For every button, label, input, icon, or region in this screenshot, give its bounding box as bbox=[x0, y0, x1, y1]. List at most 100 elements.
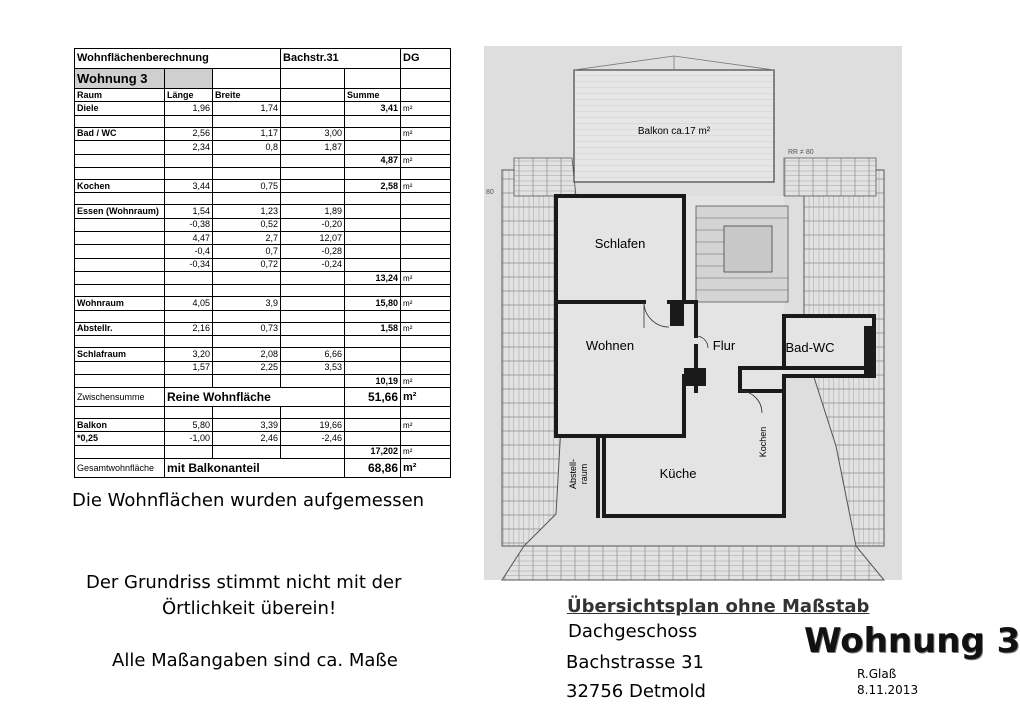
table-cell: m² bbox=[400, 417, 452, 433]
table-floor: DG bbox=[400, 47, 452, 70]
table-cell bbox=[280, 114, 346, 128]
table-cell: m² bbox=[400, 373, 452, 389]
table-cell bbox=[74, 360, 165, 375]
table-cell: 1,17 bbox=[211, 126, 282, 142]
table-cell: 3,53 bbox=[280, 360, 346, 375]
table-cell: 2,46 bbox=[211, 431, 282, 446]
table-header-row: Raum Länge Breite Summe bbox=[74, 88, 452, 103]
roof-bottom bbox=[501, 545, 886, 581]
table-cell: 10,19 bbox=[344, 373, 402, 389]
table-title: Wohnflächenberechnung bbox=[73, 47, 282, 70]
table-cell bbox=[164, 309, 213, 323]
table-cell bbox=[280, 309, 346, 323]
table-cell bbox=[280, 153, 346, 168]
table-cell bbox=[344, 204, 402, 219]
unit-title: Wohnung 3 bbox=[804, 621, 1020, 661]
table-cell: m² bbox=[400, 296, 452, 311]
author-name: R.Glaß bbox=[857, 667, 897, 681]
table-cell bbox=[344, 126, 402, 142]
table-cell: 1,58 bbox=[344, 321, 402, 337]
table-cell bbox=[400, 309, 452, 323]
table-cell: 2,7 bbox=[211, 230, 282, 246]
floor-label: Dachgeschoss bbox=[568, 621, 698, 642]
table-cell: 3,20 bbox=[164, 347, 213, 362]
table-unit-fill-1 bbox=[164, 68, 213, 90]
room-label-balkon: Balkon ca.17 m² bbox=[638, 126, 711, 137]
table-cell: m² bbox=[400, 458, 452, 478]
table-cell: 4,05 bbox=[164, 296, 213, 311]
room-label-abstell-1: Abstell- bbox=[568, 459, 578, 489]
note-mismatch-line2: Örtlichkeit überein! bbox=[162, 598, 337, 619]
table-cell bbox=[164, 335, 213, 349]
table-cell bbox=[74, 217, 165, 232]
table-cell: 19,66 bbox=[280, 417, 346, 433]
table-cell bbox=[211, 335, 282, 349]
table-cell: Wohnraum bbox=[74, 296, 165, 311]
table-row bbox=[74, 405, 452, 419]
table-cell bbox=[211, 192, 282, 206]
table-cell: m² bbox=[400, 271, 452, 286]
header-laenge: Länge bbox=[164, 88, 213, 103]
table-cell bbox=[344, 230, 402, 246]
room-label-abstell-2: raum bbox=[579, 464, 589, 485]
table-cell: 1,96 bbox=[164, 101, 213, 116]
table-cell bbox=[211, 114, 282, 128]
table-cell bbox=[280, 335, 346, 349]
table-cell bbox=[74, 309, 165, 323]
table-cell: 1,74 bbox=[211, 101, 282, 116]
table-cell bbox=[280, 373, 346, 389]
table-cell bbox=[74, 153, 165, 168]
table-cell: 2,34 bbox=[164, 140, 213, 155]
pillar-top bbox=[670, 302, 684, 326]
table-cell bbox=[344, 140, 402, 155]
table-cell: m² bbox=[400, 444, 452, 460]
table-cell bbox=[211, 309, 282, 323]
table-cell bbox=[74, 405, 165, 419]
table-cell bbox=[400, 405, 452, 419]
table-cell bbox=[211, 271, 282, 286]
table-cell bbox=[211, 284, 282, 298]
table-cell: -2,46 bbox=[280, 431, 346, 446]
table-cell: 2,25 bbox=[211, 360, 282, 375]
table-cell bbox=[74, 140, 165, 155]
table-cell bbox=[400, 166, 452, 180]
table-cell: 2,58 bbox=[344, 178, 402, 194]
table-cell bbox=[400, 257, 452, 273]
table-unit-fill-2 bbox=[211, 68, 282, 90]
table-cell: 2,08 bbox=[211, 347, 282, 362]
table-cell bbox=[344, 309, 402, 323]
walls bbox=[554, 194, 876, 518]
table-cell: 12,07 bbox=[280, 230, 346, 246]
table-cell bbox=[344, 244, 402, 259]
table-cell: -0,24 bbox=[280, 257, 346, 273]
table-cell: 2,56 bbox=[164, 126, 213, 142]
table-cell: Zwischensumme bbox=[74, 387, 165, 407]
table-cell bbox=[280, 405, 346, 419]
table-cell: 1,23 bbox=[211, 204, 282, 219]
table-cell bbox=[400, 244, 452, 259]
table-cell: m² bbox=[400, 101, 452, 116]
table-cell bbox=[280, 166, 346, 180]
table-cell: -0,38 bbox=[164, 217, 213, 232]
room-label-flur: Flur bbox=[713, 338, 736, 353]
table-cell bbox=[164, 373, 213, 389]
floor-plan: Balkon ca.17 m² Schlafen Wohnen Flur Bad… bbox=[484, 46, 902, 581]
header-unit bbox=[400, 88, 452, 103]
roof-right-upper bbox=[783, 157, 877, 197]
table-cell bbox=[74, 257, 165, 273]
table-cell: Kochen bbox=[74, 178, 165, 194]
table-cell: 3,39 bbox=[211, 417, 282, 433]
table-cell bbox=[344, 284, 402, 298]
plan-mark-right: RR ≠ 80 bbox=[788, 149, 814, 156]
table-cell: -1,00 bbox=[164, 431, 213, 446]
table-cell: -0,4 bbox=[164, 244, 213, 259]
table-cell: 17,202 bbox=[344, 444, 402, 460]
table-cell: m² bbox=[400, 153, 452, 168]
